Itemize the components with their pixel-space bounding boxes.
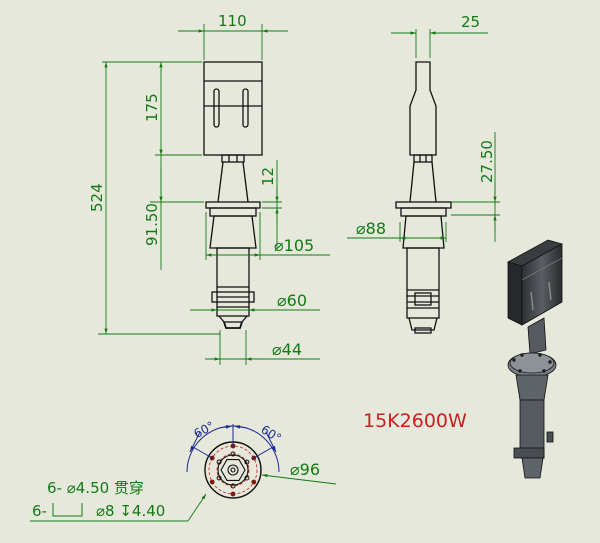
front-view bbox=[203, 61, 263, 329]
dim-tip-diameter: ⌀44 bbox=[272, 340, 302, 359]
hole-note-line2-value: ⌀8 ↧4.40 bbox=[96, 502, 165, 520]
dim-flange-diameter: ⌀105 bbox=[274, 236, 314, 255]
dim-bolt-circle: ⌀96 bbox=[290, 460, 320, 479]
front-view-dimensions bbox=[98, 24, 330, 365]
bottom-view bbox=[30, 424, 337, 522]
side-view-dimensions bbox=[347, 29, 500, 242]
dim-horn-thickness: 25 bbox=[461, 13, 480, 31]
dim-flange-height: 27.50 bbox=[478, 140, 496, 183]
model-title: 15K2600W bbox=[363, 410, 467, 432]
bottom-view-texts: 60° 60° ⌀96 6- ⌀4.50 贯穿 6- ⌀8 ↧4.40 bbox=[32, 419, 320, 520]
dim-overall-length: 524 bbox=[88, 183, 106, 212]
dim-flange-offset: 91.50 bbox=[143, 203, 161, 246]
hole-note-line1: 6- ⌀4.50 贯穿 bbox=[47, 479, 144, 497]
hole-note-line2-prefix: 6- bbox=[32, 502, 47, 520]
angle-right: 60° bbox=[258, 422, 283, 445]
angle-left: 60° bbox=[191, 419, 216, 441]
front-view-dimension-texts: 110 175 524 91.50 12 ⌀105 ⌀60 ⌀44 bbox=[88, 12, 314, 359]
counterbore-symbol bbox=[52, 503, 83, 517]
dim-horn-height: 175 bbox=[143, 93, 161, 122]
side-view bbox=[395, 61, 452, 334]
isometric-view bbox=[506, 239, 564, 479]
dim-horn-width: 110 bbox=[218, 12, 247, 30]
dim-flange-thickness: 12 bbox=[259, 167, 277, 186]
dim-cone-diameter: ⌀88 bbox=[356, 219, 386, 238]
side-view-dimension-texts: 25 27.50 ⌀88 bbox=[356, 13, 496, 238]
dim-body-diameter: ⌀60 bbox=[277, 291, 307, 310]
